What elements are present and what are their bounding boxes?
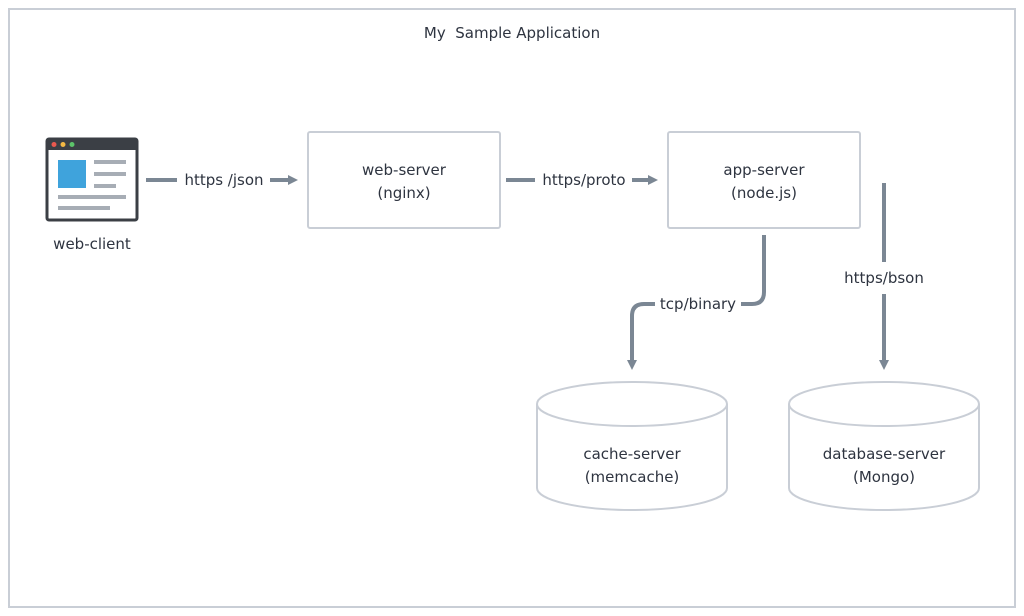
edge-app-to-cache: tcp/binary <box>627 235 766 370</box>
browser-window-icon <box>45 137 139 222</box>
edge-label-https-bson: https/bson <box>844 269 924 287</box>
web-server-sublabel: (nginx) <box>377 184 430 202</box>
application-frame <box>8 8 1016 608</box>
web-client-label: web-client <box>53 235 131 253</box>
database-server-sublabel: (Mongo) <box>853 468 915 486</box>
cache-server-sublabel: (memcache) <box>585 468 680 486</box>
database-server-label: database-server <box>823 445 946 463</box>
diagram-title: My Sample Application <box>424 24 600 42</box>
web-client-node[interactable]: web-client <box>45 137 139 253</box>
web-server-label: web-server <box>362 161 447 179</box>
edge-label-tcp-binary: tcp/binary <box>660 295 736 313</box>
edge-app-to-db: https/bson <box>844 183 924 370</box>
app-server-sublabel: (node.js) <box>731 184 797 202</box>
app-server-node[interactable]: app-server (node.js) <box>667 131 861 229</box>
database-server-node[interactable]: database-server (Mongo) <box>788 381 980 511</box>
web-server-node[interactable]: web-server (nginx) <box>307 131 501 229</box>
cache-server-node[interactable]: cache-server (memcache) <box>536 381 728 511</box>
edge-client-to-web: https /json <box>146 171 298 189</box>
app-server-label: app-server <box>723 161 805 179</box>
edge-label-https-proto: https/proto <box>542 171 625 189</box>
cache-server-label: cache-server <box>583 445 681 463</box>
edge-web-to-app: https/proto <box>506 171 658 189</box>
edge-label-https-json: https /json <box>184 171 263 189</box>
